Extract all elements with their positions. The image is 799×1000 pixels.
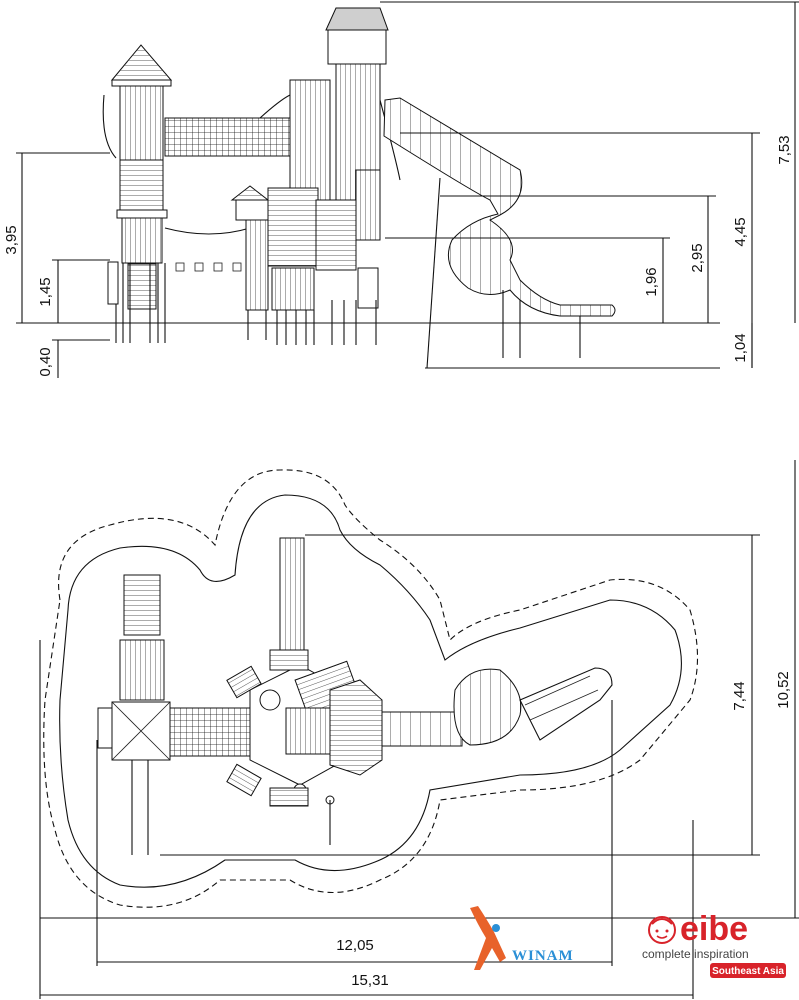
dim-side-1-04: 1,04 [732, 333, 749, 362]
dim-side-3-95: 3,95 [3, 225, 20, 254]
dim-plan-12-05: 12,05 [336, 937, 374, 954]
winam-figure-icon [470, 906, 506, 970]
plan-tube-slide [381, 667, 613, 747]
side-elevation-view: 3,95 1,45 0,40 7,53 4,45 2,95 1,96 1,04 [3, 1, 799, 378]
dim-side-2-95: 2,95 [689, 243, 706, 272]
left-tower [102, 44, 173, 343]
net-bridge [164, 117, 291, 157]
middle-tower [230, 185, 270, 340]
plan-left-tower [97, 574, 171, 855]
winam-wordmark: WINAM [512, 948, 574, 964]
eibe-wordmark: eibe [680, 910, 748, 948]
eibe-face-icon [648, 916, 676, 944]
eibe-tagline: complete inspiration [642, 947, 749, 961]
eibe-region-label: Southeast Asia [712, 966, 784, 977]
plan-central-cluster [226, 537, 383, 845]
main-tower [259, 79, 331, 345]
dim-plan-7-44: 7,44 [731, 681, 748, 710]
dim-side-0-40: 0,40 [37, 347, 54, 376]
safety-zone-outline [43, 469, 699, 908]
dim-side-1-45: 1,45 [37, 277, 54, 306]
dim-plan-15-31: 15,31 [351, 972, 389, 989]
dim-plan-10-52: 10,52 [775, 671, 792, 709]
winam-logo: WINAM [470, 906, 574, 970]
eibe-logo: eibe complete inspiration Southeast Asia [642, 910, 786, 978]
eibe-region-badge [710, 963, 786, 978]
plan-view: 12,05 15,31 7,44 10,52 [39, 460, 799, 999]
dim-side-7-53: 7,53 [776, 135, 793, 164]
tall-tower [315, 7, 401, 345]
dim-side-1-96: 1,96 [643, 267, 660, 296]
dim-side-4-45: 4,45 [732, 217, 749, 246]
tube-slide-side [383, 97, 616, 369]
